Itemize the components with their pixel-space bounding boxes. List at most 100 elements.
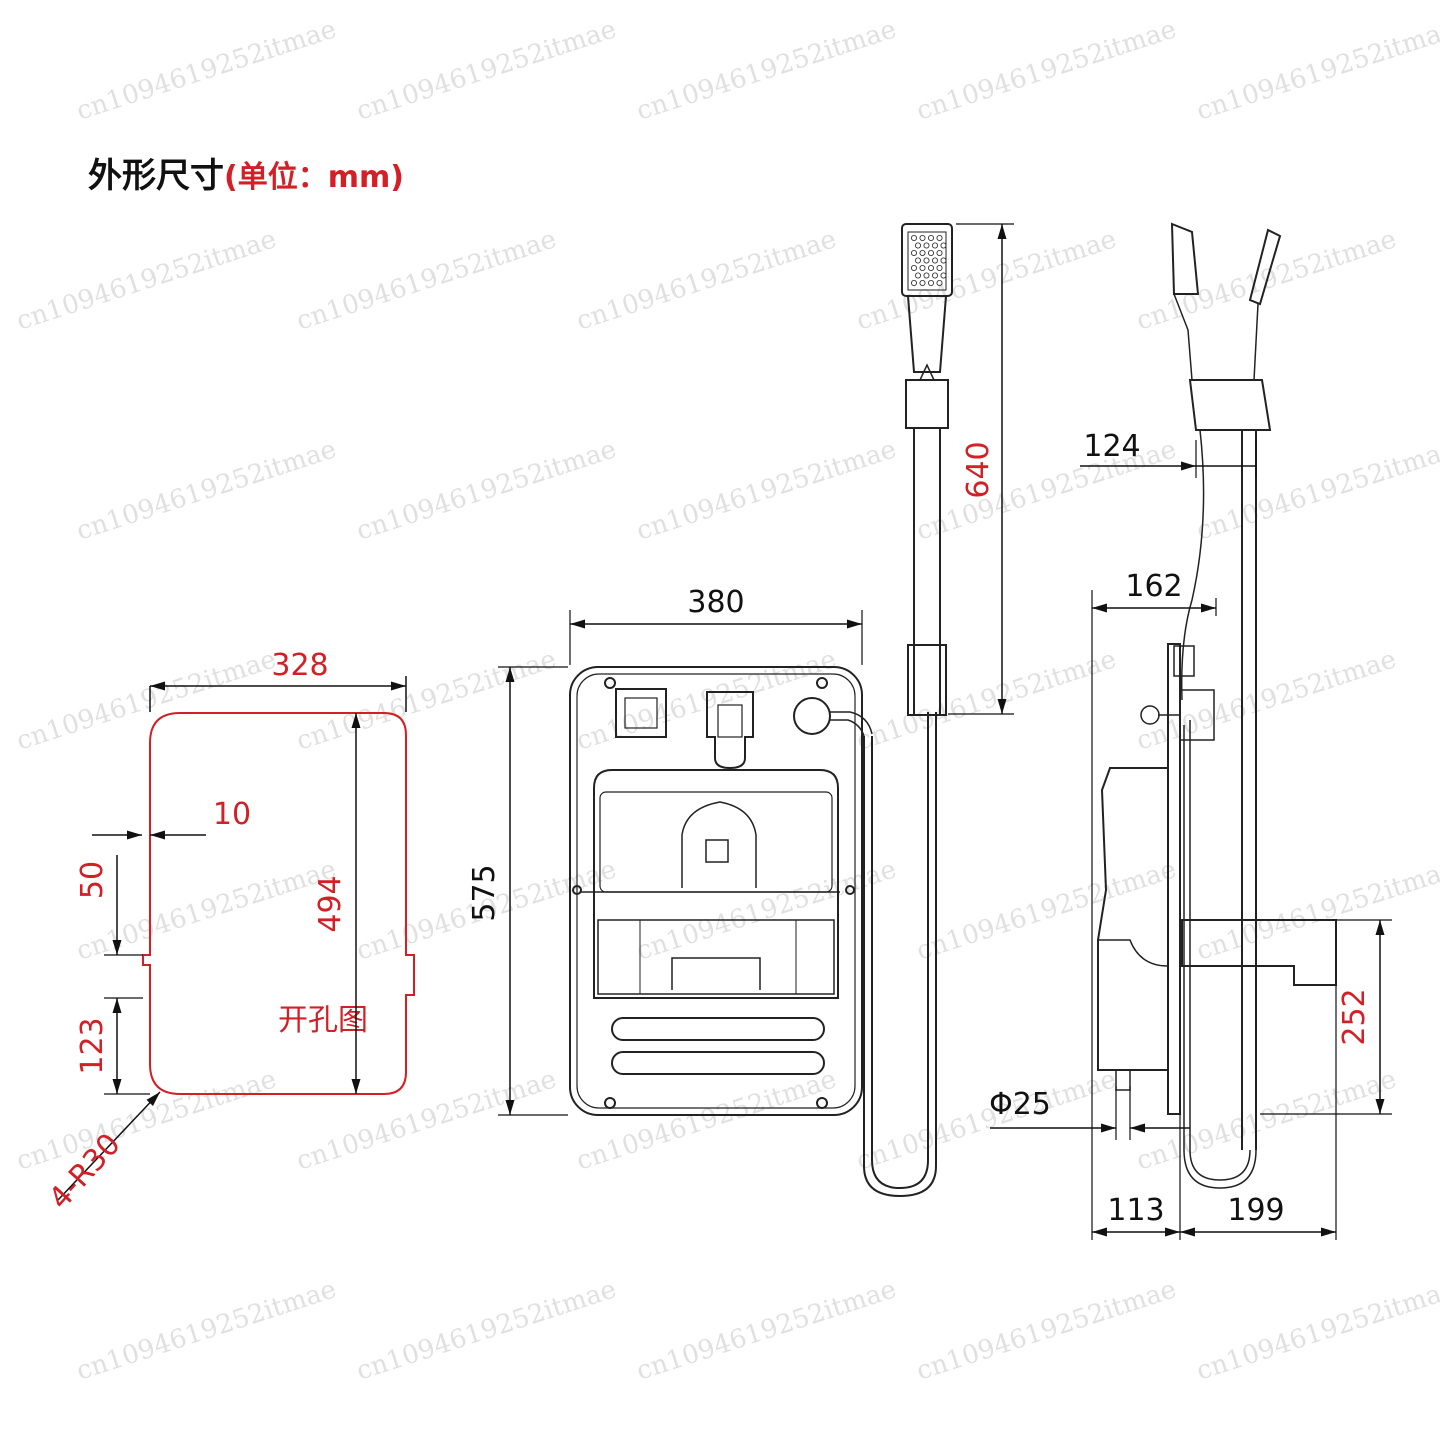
side-view <box>1097 222 1337 1189</box>
watermark-text: cn1094619252itmae <box>293 224 560 336</box>
nozzle-icon <box>915 257 922 264</box>
dim-113-label: 113 <box>1107 1193 1164 1228</box>
watermark-text: cn1094619252itmae <box>73 854 340 966</box>
nozzle-icon <box>936 279 943 286</box>
shower-bar-view <box>901 223 953 716</box>
nozzle-icon <box>911 264 918 271</box>
vent-slot-top <box>611 1017 825 1041</box>
shower-height-label: 640 <box>961 441 996 498</box>
nozzle-icon <box>928 234 935 241</box>
watermark-text: cn1094619252itmae <box>13 1064 280 1176</box>
front-height-label: 575 <box>467 864 502 921</box>
side-dims: 124 162 252 Φ25 113 199 <box>989 429 1392 1240</box>
nozzle-icon <box>919 264 926 271</box>
page-title: 外形尺寸(单位：mm) <box>88 148 404 197</box>
pipe-diameter-label: Φ25 <box>989 1087 1051 1122</box>
nozzle-icon <box>919 234 926 241</box>
cutout-height-label: 494 <box>313 875 348 932</box>
watermark-text: cn1094619252itmae <box>853 1064 1120 1176</box>
nozzle-icon <box>940 257 947 264</box>
hose <box>871 712 929 1190</box>
dim-199-label: 199 <box>1227 1193 1284 1228</box>
nozzle-icon <box>940 272 947 279</box>
watermark-text: cn1094619252itmae <box>73 14 340 126</box>
nozzle-icon <box>940 242 947 249</box>
watermark-text: cn1094619252itmae <box>1193 1274 1440 1386</box>
nozzle-icon <box>928 249 935 256</box>
watermark-text: cn1094619252itmae <box>1193 14 1440 126</box>
watermark-text: cn1094619252itmae <box>293 644 560 756</box>
upper-offset-label: 50 <box>75 861 110 899</box>
watermark-text: cn1094619252itmae <box>633 1274 900 1386</box>
watermark-text: cn1094619252itmae <box>1193 854 1440 966</box>
watermark-text: cn1094619252itmae <box>1193 434 1440 546</box>
shower-dims: 640 <box>948 223 1014 715</box>
watermark-text: cn1094619252itmae <box>633 14 900 126</box>
square-button <box>615 688 667 738</box>
nozzle-icon <box>911 234 918 241</box>
nozzle-icon <box>915 242 922 249</box>
cutout-label: 开孔图 <box>278 1003 368 1038</box>
nozzle-icon <box>919 249 926 256</box>
side-hand-shower <box>1248 228 1282 306</box>
nozzle-icon <box>923 242 930 249</box>
watermark-text: cn1094619252itmae <box>853 644 1120 756</box>
side-shower-head <box>1170 222 1200 295</box>
watermark-text: cn1094619252itmae <box>633 854 900 966</box>
watermark-text: cn1094619252itmae <box>573 1064 840 1176</box>
side-body <box>1097 767 1169 1071</box>
cutout-outline <box>142 712 415 1095</box>
nozzle-icon <box>923 272 930 279</box>
dim-252-label: 252 <box>1337 988 1372 1045</box>
watermark-text: cn1094619252itmae <box>73 434 340 546</box>
lower-offset-label: 123 <box>75 1017 110 1074</box>
title-main: 外形尺寸 <box>88 156 224 196</box>
nozzle-icon <box>932 242 939 249</box>
nozzle-icon <box>923 257 930 264</box>
watermark-text: cn1094619252itmae <box>353 1274 620 1386</box>
shower-holder <box>905 379 949 429</box>
cutout-width-label: 328 <box>271 648 328 683</box>
watermark-text: cn1094619252itmae <box>353 14 620 126</box>
watermark-text: cn1094619252itmae <box>853 224 1120 336</box>
hose-outlet <box>793 697 831 735</box>
mixer-handle <box>681 801 757 888</box>
watermark-text: cn1094619252itmae <box>13 224 280 336</box>
watermark-text: cn1094619252itmae <box>913 14 1180 126</box>
front-plate-inner <box>576 673 856 1109</box>
dim-162-label: 162 <box>1125 569 1182 604</box>
front-plate-outer <box>569 666 863 1116</box>
front-dims: 380 575 <box>467 585 863 1116</box>
watermark-text: cn1094619252itmae <box>1133 1064 1400 1176</box>
nozzle-icon <box>919 279 926 286</box>
side-holder <box>1188 379 1272 431</box>
nozzle-icon <box>936 234 943 241</box>
diverter-knob <box>706 691 754 770</box>
nozzle-icon <box>936 264 943 271</box>
watermark-text: cn1094619252itmae <box>633 434 900 546</box>
notch-width-label: 10 <box>213 797 251 832</box>
watermark-text: cn1094619252itmae <box>573 224 840 336</box>
front-view <box>569 666 937 1198</box>
shower-head <box>901 223 953 297</box>
nozzle-icon <box>911 249 918 256</box>
nozzle-icon <box>928 264 935 271</box>
watermark-text: cn1094619252itmae <box>293 1064 560 1176</box>
vent-slot-bottom <box>611 1051 825 1075</box>
side-hose <box>1180 429 1205 701</box>
watermark-text: cn1094619252itmae <box>913 854 1180 966</box>
nozzle-icon <box>936 249 943 256</box>
nozzle-icon <box>915 272 922 279</box>
nozzle-icon <box>928 279 935 286</box>
bar-bracket <box>907 644 947 716</box>
title-unit: (单位：mm) <box>224 160 404 195</box>
watermark-text: cn1094619252itmae <box>913 1274 1180 1386</box>
watermark-text: cn1094619252itmae <box>13 644 280 756</box>
mixer-housing <box>593 769 839 999</box>
front-width-label: 380 <box>687 585 744 620</box>
nozzle-icon <box>911 279 918 286</box>
nozzle-icon <box>932 257 939 264</box>
watermark-text: cn1094619252itmae <box>1133 644 1400 756</box>
